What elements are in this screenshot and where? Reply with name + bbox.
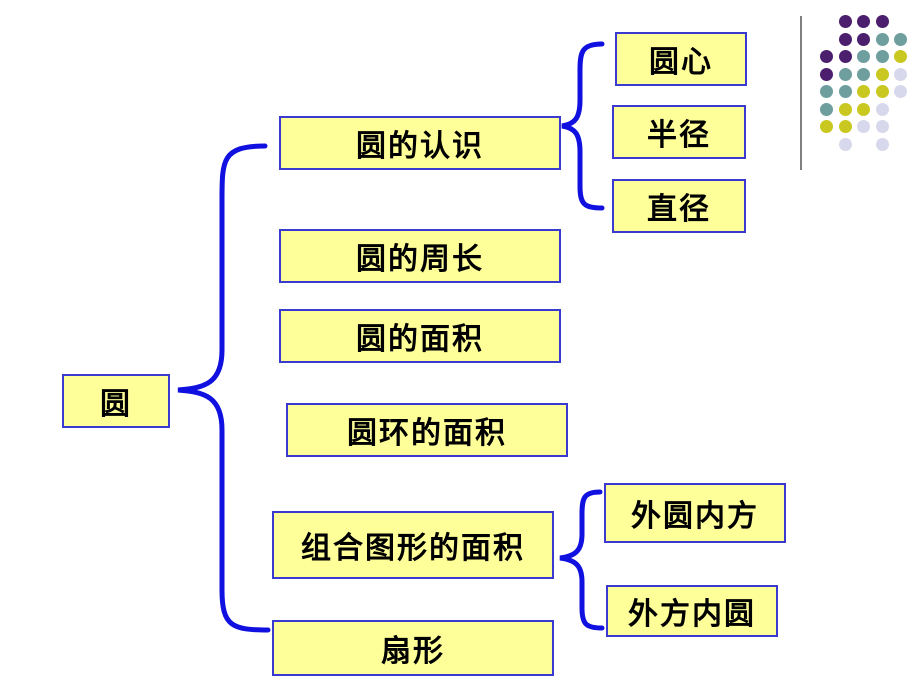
decor-dot [857,32,870,46]
sub-radius: 半径 [612,105,746,159]
decor-dot [857,102,870,116]
combined-brace [559,489,605,631]
decor-dot [838,32,852,46]
decor-dot [820,102,833,116]
main-brace [177,143,271,633]
decor-dot [838,120,852,133]
decor-dot [857,67,870,81]
decor-divider [800,16,802,170]
decor-dot [820,85,833,98]
decor-dot [838,137,852,151]
decor-dot [838,102,852,116]
decor-dot [838,15,852,28]
topic-circle-recognition: 圆的认识 [279,116,561,170]
topic-circle-circumference: 圆的周长 [279,229,561,283]
decor-dot [875,137,889,151]
root-box: 圆 [62,374,170,428]
decor-dot [838,50,852,63]
topic-ring-area: 圆环的面积 [286,403,568,457]
decor-dot [875,67,889,81]
topic-sector: 扇形 [272,620,554,676]
sub-diameter: 直径 [612,179,746,233]
decor-dot [857,15,870,28]
sub-center: 圆心 [615,32,747,86]
sub-outer-square-inner-circle: 外方内圆 [606,585,778,637]
decor-dot [820,120,833,133]
recognition-brace [561,41,605,211]
decor-dot [894,85,907,98]
topic-circle-area: 圆的面积 [279,309,561,363]
decor-dot [875,120,889,133]
decor-dot [820,67,833,81]
decor-dot [838,67,852,81]
topic-composite-area: 组合图形的面积 [272,511,554,579]
decor-dot [875,32,889,46]
decor-dot [838,85,852,98]
decor-dot [894,50,907,63]
decor-dot [857,120,870,133]
decor-dot [894,32,907,46]
decor-dot [875,102,889,116]
decor-dot [875,85,889,98]
decor-dot [857,50,870,63]
decor-dot [820,50,833,63]
decor-dot [894,67,907,81]
decor-dot [875,15,889,28]
sub-outer-circle-inner-square: 外圆内方 [604,483,786,543]
decor-dot [875,50,889,63]
decor-dot [857,85,870,98]
